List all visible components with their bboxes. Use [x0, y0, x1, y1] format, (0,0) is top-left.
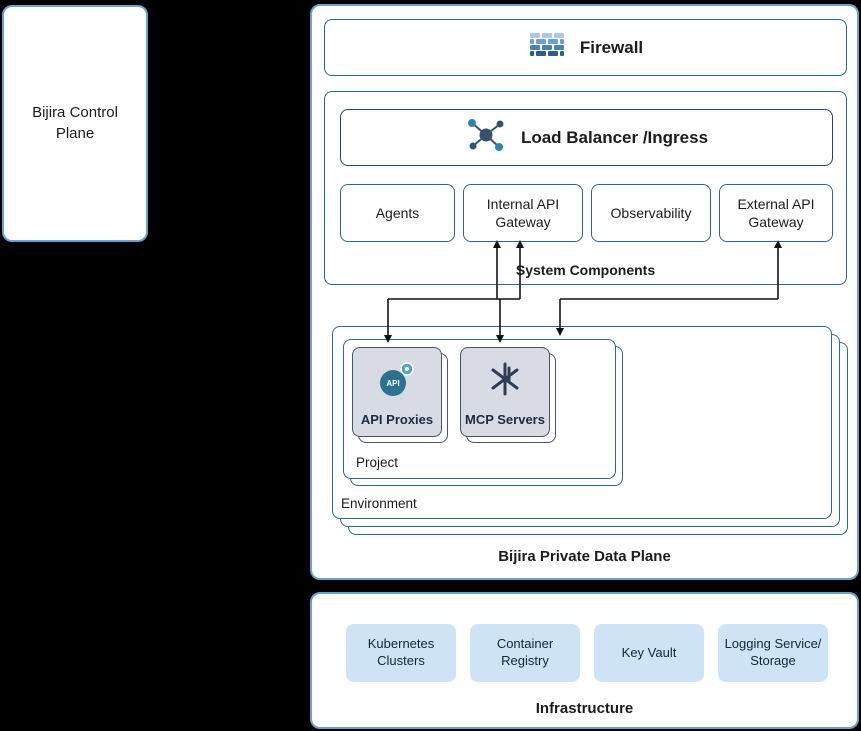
firewall-label: Firewall: [579, 37, 644, 57]
system-components-label: System Components: [515, 262, 656, 278]
environment-box: API API Proxies: [332, 326, 832, 519]
component-observability: Observability: [591, 184, 711, 242]
load-balancer-icon: [465, 115, 507, 160]
firewall-icon: [528, 31, 566, 65]
infra-kubernetes-clusters: Kubernetes Clusters: [346, 624, 456, 682]
svg-text:API: API: [386, 379, 399, 388]
project-box: API API Proxies: [343, 339, 616, 479]
api-proxies-label: API Proxies: [360, 412, 434, 427]
component-internal-api-gateway: Internal API Gateway: [463, 184, 583, 242]
infrastructure-label: Infrastructure: [535, 700, 634, 717]
system-components-box: Load Balancer /Ingress Agents Internal A…: [324, 91, 847, 285]
infra-logging-service-storage: Logging Service/ Storage: [718, 624, 828, 682]
project-stack: API API Proxies: [343, 339, 626, 489]
infra-container-registry: Container Registry: [470, 624, 580, 682]
environment-stack: API API Proxies: [332, 326, 852, 538]
api-proxies-box: API API Proxies: [352, 347, 442, 437]
infra-key-vault: Key Vault: [594, 624, 704, 682]
infrastructure-box: Kubernetes Clusters Container Registry K…: [310, 592, 859, 729]
mcp-servers-icon: [483, 358, 527, 405]
firewall-box: Firewall: [324, 19, 847, 76]
data-plane-label: Bijira Private Data Plane: [498, 548, 671, 565]
control-plane-label: Bijira Control Plane: [32, 104, 118, 142]
mcp-servers-box: MCP Servers: [460, 347, 550, 437]
mcp-servers-group: MCP Servers: [460, 347, 558, 445]
data-plane-box: Firewall Lo: [310, 4, 859, 580]
component-external-api-gateway: External API Gateway: [719, 184, 833, 242]
api-proxies-icon: API: [374, 358, 420, 407]
control-plane-box: Bijira Control Plane: [2, 5, 148, 242]
component-agents: Agents: [340, 184, 455, 242]
load-balancer-label: Load Balancer /Ingress: [520, 127, 709, 147]
mcp-servers-label: MCP Servers: [465, 412, 545, 427]
load-balancer-box: Load Balancer /Ingress: [340, 109, 833, 166]
project-label: Project: [356, 455, 399, 470]
api-proxies-group: API API Proxies: [352, 347, 450, 445]
environment-label: Environment: [341, 496, 417, 511]
